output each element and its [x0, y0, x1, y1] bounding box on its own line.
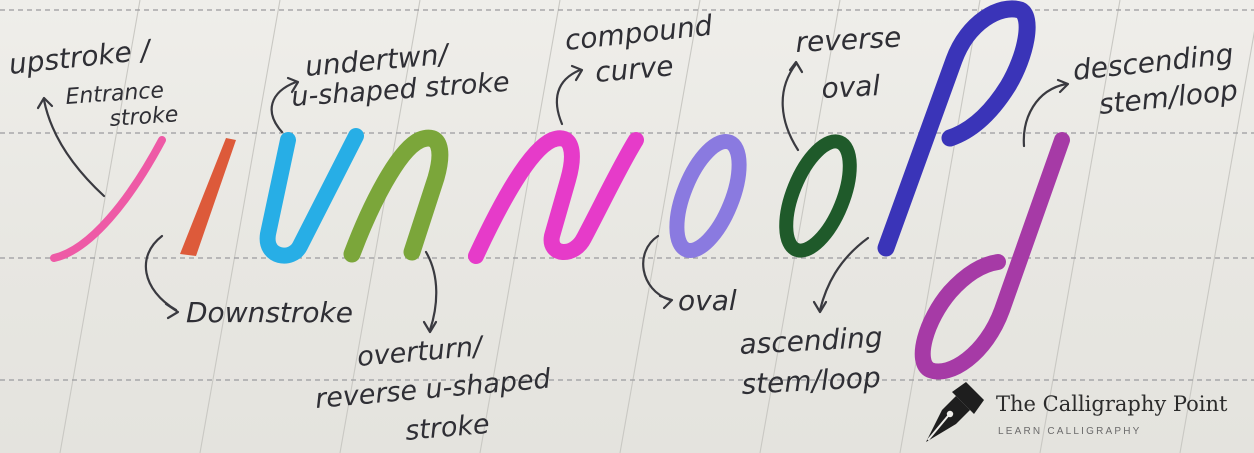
label-oval: oval — [678, 284, 737, 317]
underturn-shape — [268, 136, 356, 256]
label-ascending-loop-line2: stem/loop — [741, 361, 882, 401]
label-overturn-line2: reverse u-shaped — [314, 363, 553, 415]
oval-shape — [664, 133, 752, 259]
arrow-ascending-loop — [820, 238, 868, 310]
brand-name: The Calligraphy Point — [996, 392, 1227, 416]
label-reverse-oval-line2: oval — [821, 69, 882, 105]
arrow-upstroke — [44, 100, 104, 196]
label-downstroke: Downstroke — [186, 296, 353, 329]
label-reverse-oval-line1: reverse — [795, 20, 902, 58]
reverse-oval-shape — [773, 133, 863, 259]
ascending-loop-shape — [886, 9, 1027, 248]
brand-logo: The Calligraphy Point LEARN CALLIGRAPHY — [922, 380, 1252, 446]
label-ascending-loop-line1: ascending — [739, 321, 884, 361]
label-upstroke-line3: stroke — [109, 102, 179, 132]
arrow-reverse-oval — [783, 64, 798, 150]
overturn-shape — [352, 138, 440, 254]
label-upstroke-line1: upstroke / — [7, 33, 154, 81]
label-overturn-line1: overturn/ — [356, 331, 486, 373]
label-compound-curve-line2: curve — [594, 49, 675, 89]
arrow-overturn — [426, 252, 436, 330]
label-overturn-line3: stroke — [404, 409, 491, 447]
arrow-downstroke — [146, 236, 176, 310]
annotation-arrows — [38, 62, 1068, 332]
fountain-pen-nib-icon — [922, 380, 986, 446]
downstroke-shape — [180, 138, 236, 256]
compound-curve-shape — [476, 138, 636, 256]
descending-loop-shape — [923, 140, 1062, 372]
brand-tagline: LEARN CALLIGRAPHY — [998, 426, 1142, 437]
